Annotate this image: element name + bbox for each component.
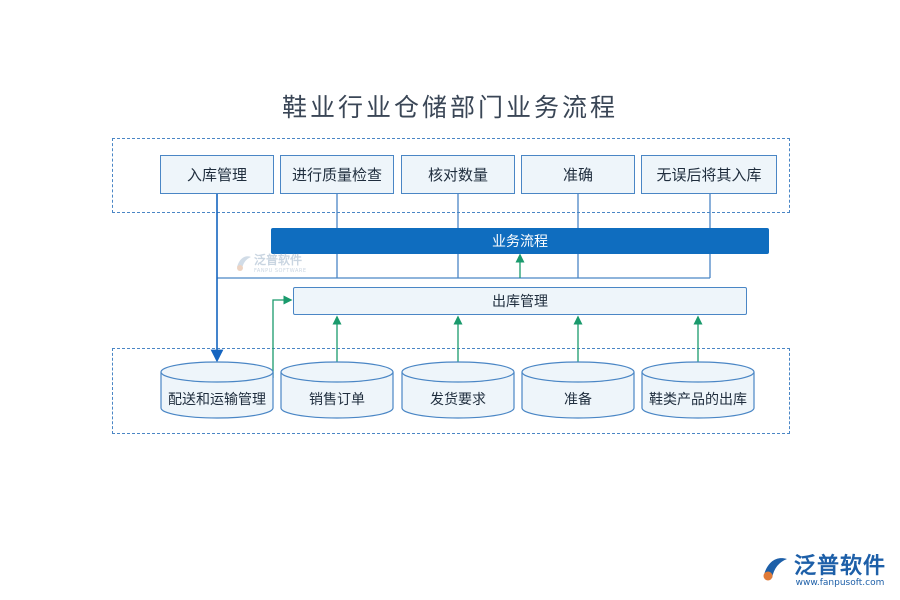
top-group xyxy=(112,138,790,213)
step-verify-quantity: 核对数量 xyxy=(401,155,515,194)
logo-name: 泛普软件 xyxy=(793,554,886,579)
step-store-after-check: 无误后将其入库 xyxy=(641,155,777,194)
cylinder-delivery-transport: 配送和运输管理 xyxy=(168,392,266,408)
watermark-sub: FANPU SOFTWARE xyxy=(254,268,307,274)
step-inbound-management: 入库管理 xyxy=(160,155,274,194)
watermark: 泛普软件 FANPU SOFTWARE xyxy=(234,251,307,274)
outbound-management-bar: 出库管理 xyxy=(293,287,747,315)
cylinder-shoe-outbound: 鞋类产品的出库 xyxy=(649,392,747,408)
step-accurate: 准确 xyxy=(521,155,635,194)
fanpu-logo-icon xyxy=(763,558,787,581)
bottom-group xyxy=(112,348,790,434)
brand-logo: 泛普软件 www.fanpusoft.com xyxy=(760,548,886,588)
cylinder-sales-order: 销售订单 xyxy=(309,392,365,408)
watermark-name: 泛普软件 xyxy=(254,253,303,267)
step-quality-check: 进行质量检查 xyxy=(280,155,394,194)
business-process-bar: 业务流程 xyxy=(271,228,769,254)
cylinder-preparation: 准备 xyxy=(564,392,592,408)
diagram-title: 鞋业行业仓储部门业务流程 xyxy=(281,93,618,122)
cylinder-shipping-requirements: 发货要求 xyxy=(430,392,486,408)
fanpu-watermark-icon xyxy=(237,255,251,271)
logo-url: www.fanpusoft.com xyxy=(795,578,885,588)
